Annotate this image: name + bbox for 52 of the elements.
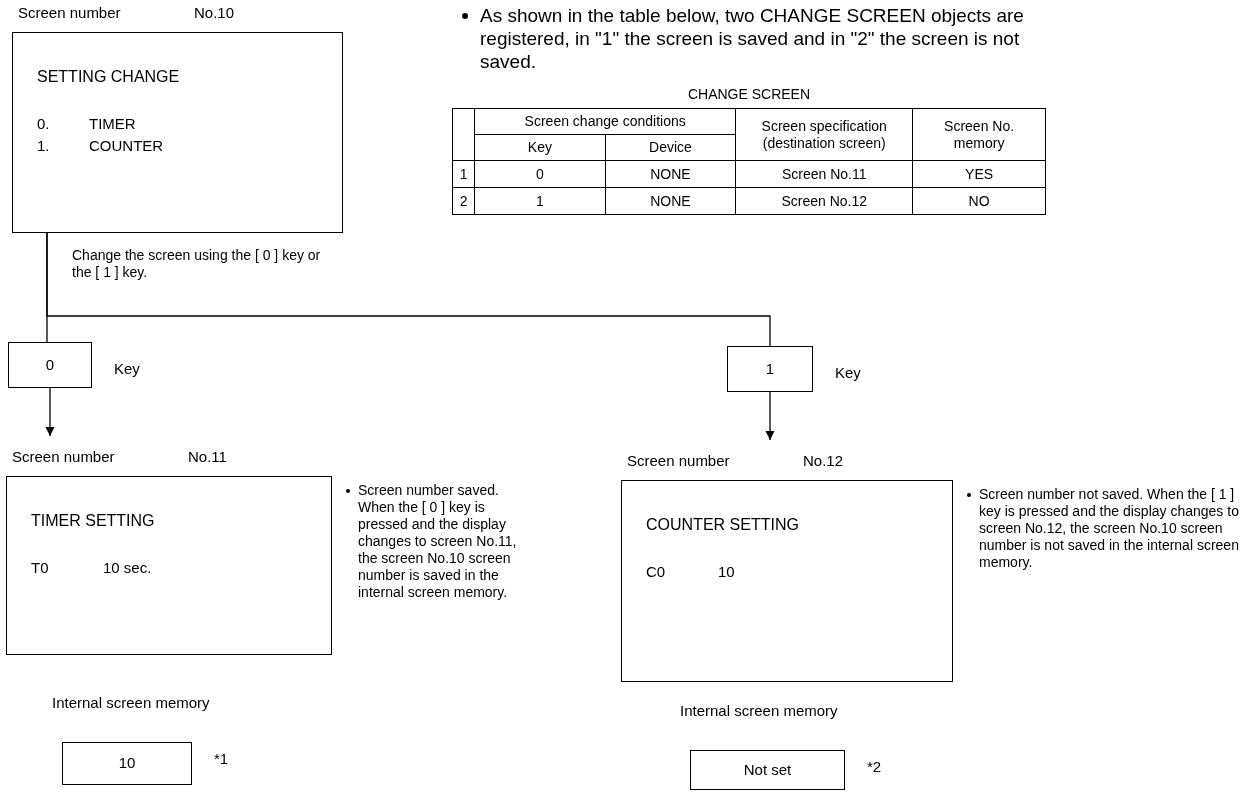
note-text: Screen number not saved. When the [ 1 ] key is pressed and the display changes to screen No.12, the screen No.10 screen number is not saved in the internal screen memory.: [979, 486, 1240, 571]
table-cell: 0: [474, 160, 606, 188]
note-text: Screen number saved. When the [ 0 ] key is pressed and the display changes to screen No.11, the screen No.10 screen number is saved in the internal screen memory.: [358, 482, 518, 601]
footnote-mark: *1: [214, 749, 229, 769]
key-label: Key: [835, 363, 861, 383]
table-cell: Screen No. memory: [912, 108, 1046, 161]
menu-number: 1.: [37, 136, 50, 156]
screen-box: [6, 476, 332, 655]
table-cell: Screen No.12: [735, 187, 913, 215]
screen-box: [621, 480, 953, 682]
edge-label: Change the screen using the [ 0 ] key or the [ 1 ] key.: [72, 247, 322, 281]
memory-box: 10: [62, 742, 192, 785]
screen-heading-label: Screen number: [18, 3, 121, 23]
screen-number-label: No.10: [194, 3, 235, 23]
screen-title: COUNTER SETTING: [646, 515, 799, 535]
menu-item: TIMER: [89, 114, 136, 134]
screen-title: TIMER SETTING: [31, 511, 155, 531]
memory-box: Not set: [690, 750, 845, 790]
key-box: 1: [727, 346, 813, 392]
table-cell: 2: [452, 187, 475, 215]
device-value: 10: [718, 562, 735, 582]
paragraph-text: As shown in the table below, two CHANGE SCREEN objects are registered, in "1" the screen is saved and in "2" the screen is not saved.: [480, 4, 1025, 73]
screen-title: SETTING CHANGE: [37, 67, 180, 87]
table-title: CHANGE SCREEN: [686, 85, 812, 104]
arrow: [765, 391, 775, 441]
table-cell: Screen No.11: [735, 160, 913, 188]
table-cell: NONE: [605, 160, 736, 188]
screen-heading-label: Screen number: [627, 451, 730, 471]
key-label: Key: [114, 359, 140, 379]
table-cell: Key: [474, 134, 606, 161]
screen-number-label: No.12: [803, 451, 844, 471]
table-cell: Screen specification (destination screen): [735, 108, 913, 161]
device-name: T0: [31, 558, 49, 578]
device-value: 10 sec.: [103, 558, 152, 578]
table-cell: NO: [912, 187, 1046, 215]
device-name: C0: [646, 562, 666, 582]
key-box: 0: [8, 342, 92, 388]
table-cell: Screen change conditions: [474, 108, 736, 135]
screen-heading-label: Screen number: [12, 447, 115, 467]
menu-item: COUNTER: [89, 136, 164, 156]
arrow: [45, 387, 55, 437]
menu-number: 0.: [37, 114, 50, 134]
table-cell: 1: [452, 160, 475, 188]
table-cell: YES: [912, 160, 1046, 188]
memory-caption: Internal screen memory: [52, 693, 210, 713]
memory-caption: Internal screen memory: [680, 701, 838, 721]
table-cell: 1: [474, 187, 606, 215]
connector-line: [46, 232, 771, 347]
table-cell: NONE: [605, 187, 736, 215]
footnote-mark: *2: [867, 757, 882, 777]
screen-box: [12, 32, 343, 233]
screen-number-label: No.11: [188, 447, 227, 467]
